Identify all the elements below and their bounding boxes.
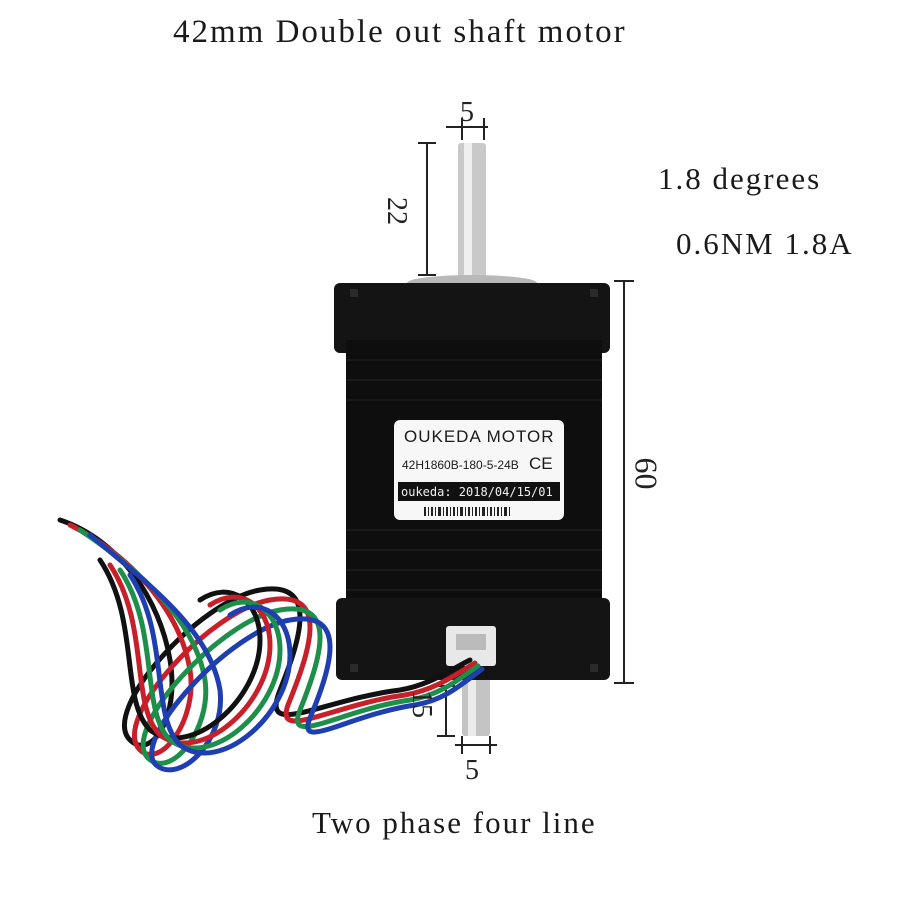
barcode — [424, 507, 510, 516]
nameplate-dateline: oukeda: 2018/04/15/01 — [401, 485, 553, 499]
dimension-rear-shaft-length: 15 — [406, 690, 437, 718]
wire-connector — [446, 626, 496, 666]
nameplate-brand: OUKEDA MOTOR — [404, 427, 555, 446]
dimension-front-shaft-diameter: 5 — [460, 97, 474, 128]
caption: Two phase four line — [312, 805, 597, 840]
dimension-body-length: 60 — [628, 457, 665, 490]
spec-torque-current: 0.6NM 1.8A — [676, 226, 854, 261]
rear-shaft — [462, 670, 490, 736]
spec-step-angle: 1.8 degrees — [658, 161, 822, 196]
page-title: 42mm Double out shaft motor — [173, 14, 627, 50]
dimension-lines — [418, 118, 634, 754]
dimension-front-shaft-length: 22 — [381, 197, 412, 225]
wire-bundle — [57, 517, 485, 773]
dimension-rear-shaft-diameter: 5 — [465, 755, 479, 786]
ce-mark: CE — [529, 454, 553, 473]
nameplate-model: 42H1860B-180-5-24B — [402, 458, 519, 472]
